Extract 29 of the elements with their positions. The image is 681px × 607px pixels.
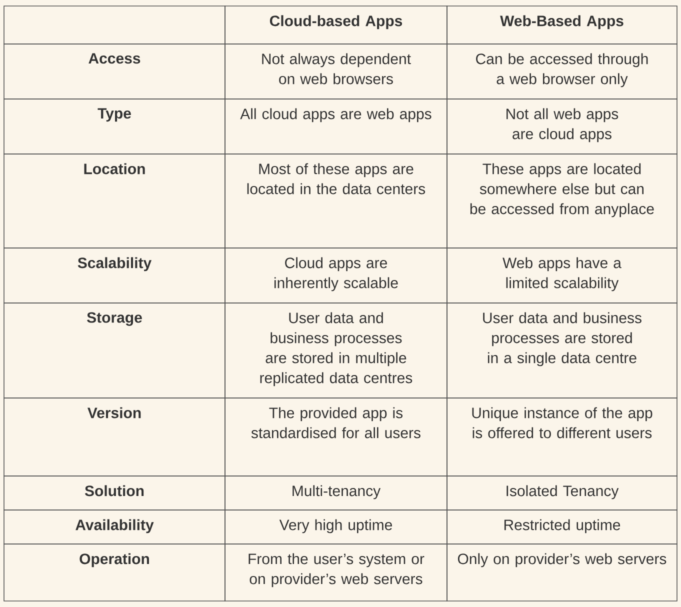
table-cell: Not all web apps are cloud apps: [446, 98, 678, 154]
table-cell: Multi-tenancy: [224, 476, 448, 510]
table-cell: Web apps have a limited scalability: [446, 248, 678, 304]
table-cell: Type: [4, 98, 226, 154]
table-cell: Scalability: [4, 248, 226, 304]
table-cell: Version: [4, 398, 226, 476]
table-cell: Storage: [4, 302, 226, 398]
table-cell: Can be accessed through a web browser only: [446, 44, 678, 100]
table-cell: Isolated Tenancy: [446, 476, 678, 510]
table-cell: Not always dependent on web browsers: [224, 44, 448, 100]
table-cell: Operation: [4, 544, 226, 602]
table-cell: Most of these apps are located in the data centers: [224, 154, 448, 248]
table-cell: Web-Based Apps: [446, 6, 678, 44]
table-cell: From the user’s system or on provider’s web servers: [224, 544, 448, 602]
table-cell: Restricted uptime: [446, 510, 678, 544]
table-cell: Location: [4, 154, 226, 248]
table-cell: The provided app is standardised for all users: [224, 398, 448, 476]
table-cell: Cloud apps are inherently scalable: [224, 248, 448, 304]
table-cell: These apps are located somewhere else but can be accessed from anyplace: [446, 154, 678, 248]
table-cell: User data and business processes are stored in a single data centre: [446, 302, 678, 398]
table-cell: Only on provider’s web servers: [446, 544, 678, 602]
table-cell: Very high uptime: [224, 510, 448, 544]
table-cell: Cloud-based Apps: [224, 6, 448, 44]
table-cell: User data and business processes are stored in multiple replicated data centres: [224, 302, 448, 398]
table-cell: Solution: [4, 476, 226, 510]
table-cell: Access: [4, 44, 226, 100]
table-cell: Unique instance of the app is offered to different users: [446, 398, 678, 476]
table-cell: Availability: [4, 510, 226, 544]
table-cell: All cloud apps are web apps: [224, 98, 448, 154]
